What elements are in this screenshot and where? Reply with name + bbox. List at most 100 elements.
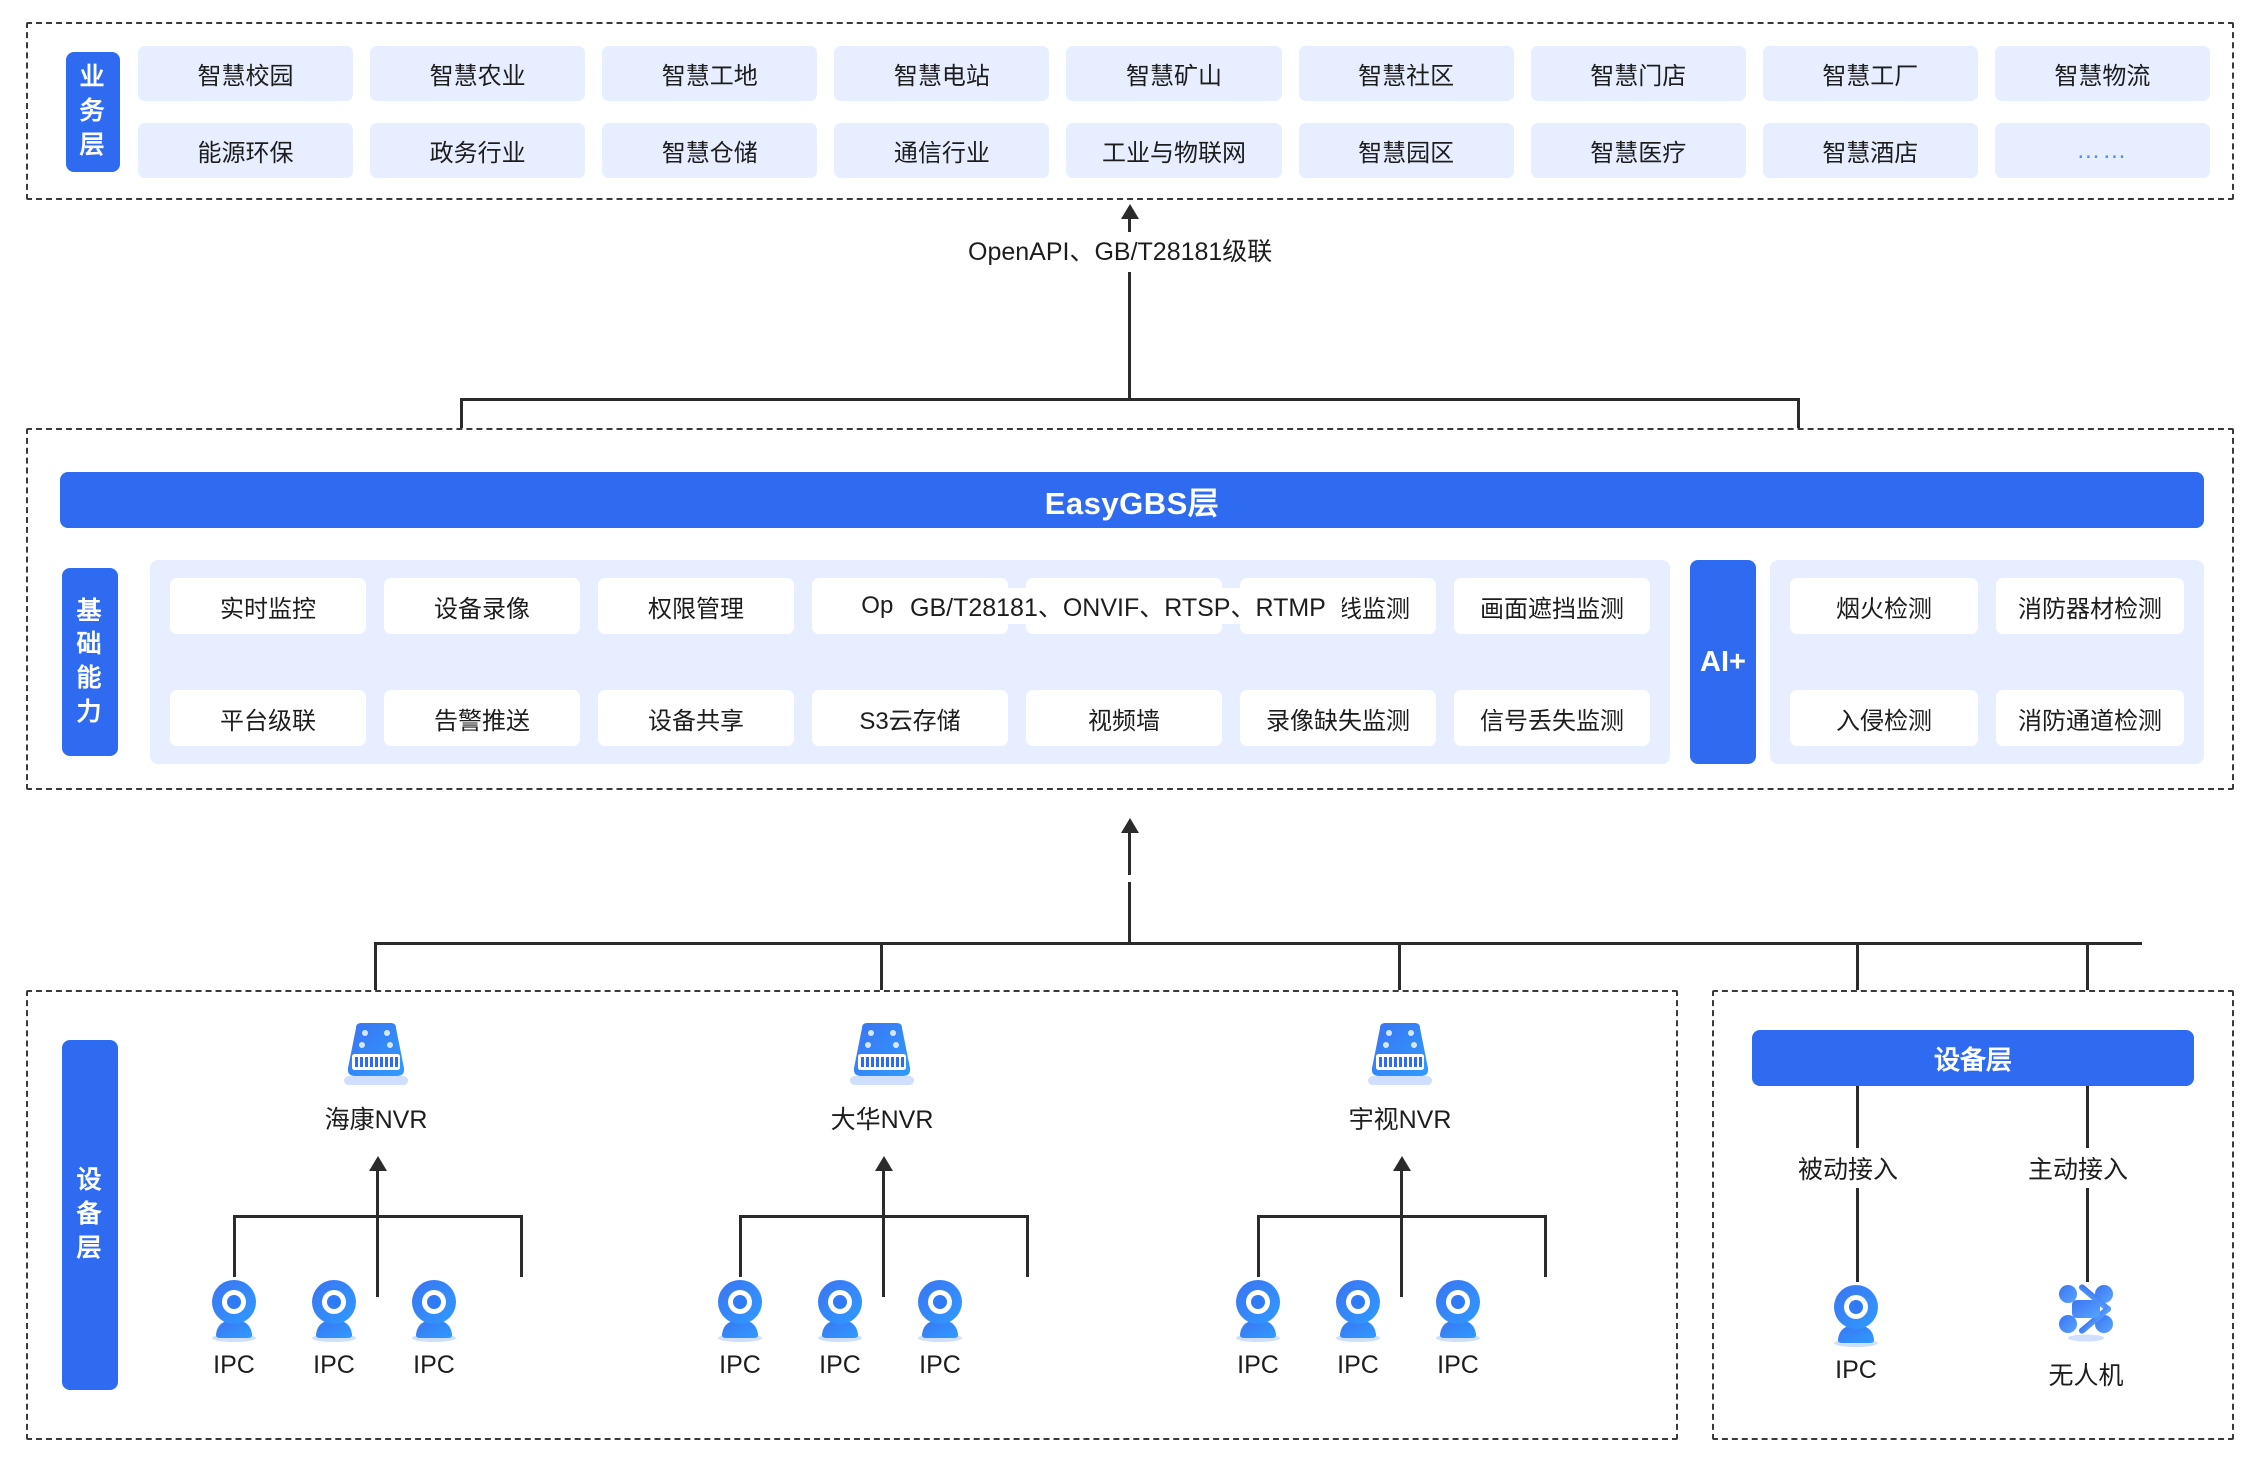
ipc-row-uniview: IPC IPC: [1208, 1277, 1508, 1380]
access-device-active: 无人机: [2036, 1282, 2136, 1392]
connector-label-openapi: OpenAPI、GB/T28181级联: [952, 232, 1289, 268]
ipc-row-dahua: IPC IPC: [690, 1277, 990, 1380]
ipc-node: IPC: [890, 1277, 990, 1380]
ability-chip[interactable]: 设备录像: [384, 578, 580, 634]
business-chip[interactable]: 智慧医疗: [1530, 123, 1746, 178]
ipc-drop-uni-1: [1257, 1215, 1260, 1277]
business-chip[interactable]: 政务行业: [370, 123, 586, 178]
ipc-label: IPC: [1337, 1351, 1379, 1379]
ipc-node: IPC: [1208, 1277, 1308, 1380]
ipc-row-hikvision: IPC IPC: [184, 1277, 484, 1380]
connector-device-horizontal: [374, 942, 2142, 945]
business-chip[interactable]: 通信行业: [834, 123, 1050, 178]
nvr-stem-uniview: [1400, 1171, 1403, 1297]
ipc-label: IPC: [413, 1351, 455, 1379]
ability-tab-char-3: 力: [76, 697, 104, 726]
camera-icon: [1408, 1277, 1508, 1343]
nvr-label: 大华NVR: [830, 1106, 934, 1134]
ipc-label: IPC: [313, 1351, 355, 1379]
camera-icon: [690, 1277, 790, 1343]
connector-label-protocols: GB/T28181、ONVIF、RTSP、RTMP: [894, 588, 1342, 624]
business-chip[interactable]: 智慧门店: [1530, 46, 1746, 101]
business-chip[interactable]: 智慧园区: [1298, 123, 1514, 178]
ai-chip[interactable]: 消防器材检测: [1996, 578, 2184, 634]
ability-chip[interactable]: 平台级联: [170, 690, 366, 746]
ability-tab-char-2: 能: [76, 664, 104, 692]
ability-chip[interactable]: 录像缺失监测: [1240, 690, 1436, 746]
basic-ability-panel: 实时监控 设备录像 权限管理 OpenAPI 语音对讲 设备离线监测 画面遮挡监…: [150, 560, 1670, 764]
ipc-bus-uniview: [1257, 1215, 1547, 1218]
business-chip[interactable]: 智慧矿山: [1066, 46, 1282, 101]
ability-chip[interactable]: 信号丢失监测: [1454, 690, 1650, 746]
nvr-group-uniview: 宇视NVR: [1250, 1018, 1550, 1136]
ai-chip[interactable]: 消防通道检测: [1996, 690, 2184, 746]
ability-chip[interactable]: S3云存储: [812, 690, 1008, 746]
camera-icon: [284, 1277, 384, 1343]
connector-line-bottom-upper: [1128, 833, 1131, 875]
business-tab-char-1: 务: [79, 97, 107, 126]
business-chip-ellipsis[interactable]: ……: [1994, 123, 2210, 178]
nvr-stem-hikvision: [376, 1171, 379, 1297]
access-label-passive: 被动接入: [1790, 1148, 1907, 1188]
business-chip[interactable]: 智慧酒店: [1762, 123, 1978, 178]
ability-chip[interactable]: 视频墙: [1026, 690, 1222, 746]
ipc-bus-dahua: [739, 1215, 1029, 1218]
ipc-label: IPC: [919, 1351, 961, 1379]
business-tab-char-0: 业: [79, 63, 107, 92]
business-chip[interactable]: 智慧农业: [370, 46, 586, 101]
ability-chip[interactable]: 权限管理: [598, 578, 794, 634]
ability-chip[interactable]: 告警推送: [384, 690, 580, 746]
easygbs-title-bar: EasyGBS层: [60, 472, 2204, 528]
ipc-node: IPC: [184, 1277, 284, 1380]
camera-icon: [890, 1277, 990, 1343]
ipc-node: IPC: [690, 1277, 790, 1380]
ability-chip[interactable]: 设备共享: [598, 690, 794, 746]
ipc-drop-hik-1: [233, 1215, 236, 1277]
ipc-node: IPC: [1806, 1282, 1906, 1385]
ai-chip[interactable]: 入侵检测: [1790, 690, 1978, 746]
connector-line-top-upper: [1128, 219, 1131, 241]
ai-row-2: 入侵检测 消防通道检测: [1790, 690, 2184, 746]
business-chip[interactable]: 智慧工厂: [1762, 46, 1978, 101]
business-chip[interactable]: 智慧物流: [1994, 46, 2210, 101]
access-line-passive-lower: [1856, 1196, 1859, 1282]
access-branch-passive: [1856, 942, 1859, 1032]
ipc-label: IPC: [719, 1351, 761, 1379]
business-chip-row-1: 智慧校园 智慧农业 智慧工地 智慧电站 智慧矿山 智慧社区 智慧门店 智慧工厂 …: [138, 46, 2210, 101]
ipc-label: IPC: [1237, 1351, 1279, 1379]
business-chip[interactable]: 能源环保: [138, 123, 354, 178]
camera-icon: [184, 1277, 284, 1343]
camera-icon: [1308, 1277, 1408, 1343]
device-tab-char-2: 层: [76, 1233, 104, 1262]
ability-tab-char-0: 基: [76, 596, 104, 625]
drone-node: 无人机: [2036, 1282, 2136, 1392]
ipc-bus-hikvision: [233, 1215, 523, 1218]
nvr-stem-dahua: [882, 1171, 885, 1297]
access-device-passive: IPC: [1806, 1282, 1906, 1385]
nvr-icon: [226, 1018, 526, 1090]
ai-row-1: 烟火检测 消防器材检测: [1790, 578, 2184, 634]
nvr-arrow-uniview: [1393, 1156, 1411, 1171]
device-tab-char-0: 设: [76, 1166, 104, 1195]
ability-chip[interactable]: 画面遮挡监测: [1454, 578, 1650, 634]
business-chip[interactable]: 工业与物联网: [1066, 123, 1282, 178]
business-chip[interactable]: 智慧社区: [1298, 46, 1514, 101]
access-label-active: 主动接入: [2020, 1148, 2137, 1188]
business-chip[interactable]: 智慧校园: [138, 46, 354, 101]
business-chip[interactable]: 智慧电站: [834, 46, 1050, 101]
ability-chip[interactable]: 实时监控: [170, 578, 366, 634]
connector-line-top-lower: [1128, 272, 1131, 400]
camera-icon: [384, 1277, 484, 1343]
ai-chip[interactable]: 烟火检测: [1790, 578, 1978, 634]
business-chip[interactable]: 智慧仓储: [602, 123, 818, 178]
connector-arrow-up-top: [1121, 204, 1139, 219]
ability-tab-char-1: 础: [76, 630, 104, 659]
ability-row-2: 平台级联 告警推送 设备共享 S3云存储 视频墙 录像缺失监测 信号丢失监测: [170, 690, 1650, 746]
business-chip[interactable]: 智慧工地: [602, 46, 818, 101]
access-line-passive-upper: [1856, 1086, 1859, 1196]
camera-icon: [790, 1277, 890, 1343]
nvr-label: 宇视NVR: [1348, 1106, 1452, 1134]
connector-bus-horizontal: [460, 398, 1800, 401]
access-line-active-upper: [2086, 1086, 2089, 1196]
